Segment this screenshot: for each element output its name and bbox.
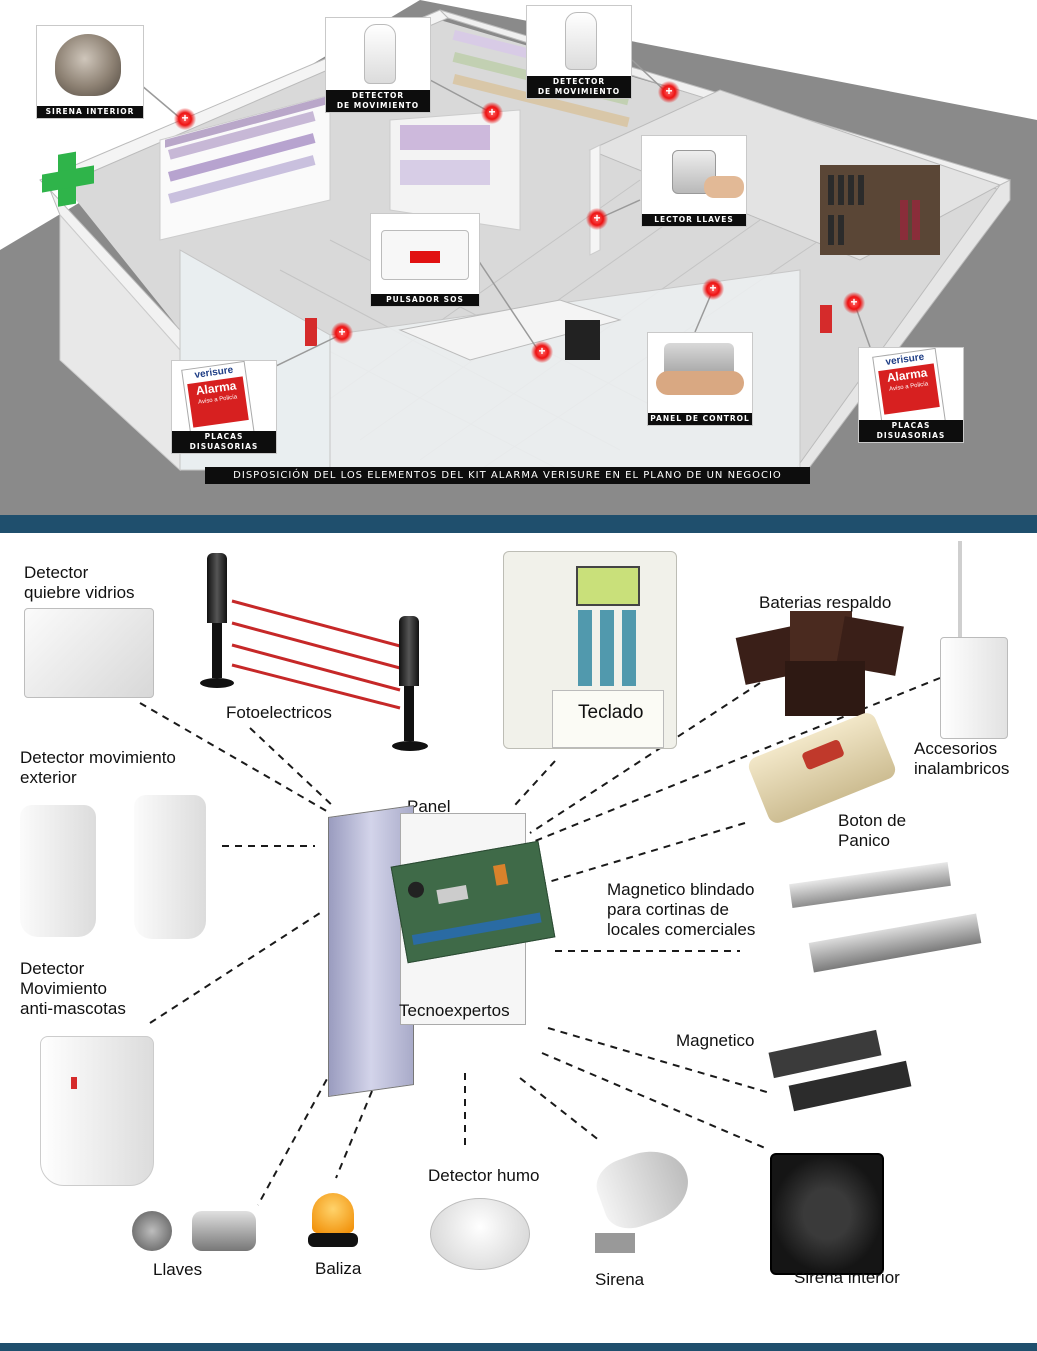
section-divider [0,515,1037,533]
smoke-detector-image [430,1198,530,1270]
pharmacy-cross-icon [42,151,94,207]
verisure-sign: verisure Alarma Aviso a Policía [872,347,946,431]
beacon-image [308,1193,358,1253]
placas-disuasorias-tag-1: PLACAS DISUASORIAS [172,431,276,453]
floor-plan-caption: DISPOSICIÓN DEL LOS ELEMENTOS DEL KIT AL… [205,467,810,484]
sensor-marker [586,208,608,230]
sensor-marker [843,292,865,314]
label-baterias: Baterias respaldo [759,593,892,612]
pulsador-sos-tag: PULSADOR SOS [371,294,479,306]
keys-image [132,1203,258,1263]
label-magnetico: Magnetico [676,1031,755,1050]
label-detector-humo: Detector humo [428,1166,540,1185]
exterior-motion-detector-2 [134,795,206,939]
detector-movimiento-tag-1: DETECTOR DE MOVIMIENTO [326,90,430,112]
placas-disuasorias-callout-1: verisure Alarma Aviso a Policía PLACAS D… [171,360,277,454]
sensor-marker [481,102,503,124]
label-boton-panico: Boton de Panico [838,811,907,850]
keypad-image [503,551,677,749]
label-llaves: Llaves [153,1260,203,1279]
pulsador-sos-callout: PULSADOR SOS [370,213,480,307]
photoelectric-post-right [390,616,430,751]
label-sirena-interior: Sirena interior [794,1268,900,1287]
sensor-marker [531,341,553,363]
detector-movimiento-callout-2: DETECTOR DE MOVIMIENTO [526,5,632,99]
exterior-motion-detector-1 [20,805,96,937]
sensor-marker [658,81,680,103]
sos-button-image [381,230,469,280]
placas-disuasorias-callout-2: verisure Alarma Aviso a Policía PLACAS D… [858,347,964,443]
label-antimascotas: Detector Movimiento anti-mascotas [20,959,126,1018]
hand-image [704,176,744,198]
label-exterior: Detector movimiento exterior [20,748,176,787]
label-teclado: Teclado [578,702,644,723]
connection-lines [139,599,941,1206]
magnetic-contact-image [768,1021,912,1131]
sirena-interior-tag: SIRENA INTERIOR [37,106,143,118]
siren-dome-image [55,34,121,96]
label-glass-break: Detector quiebre vidrios [24,563,135,602]
placas-disuasorias-tag-2: PLACAS DISUASORIAS [859,420,963,442]
key-reader-image [672,150,716,194]
sensor-marker [702,278,724,300]
panel-control-tag: PANEL DE CONTROL [648,413,752,425]
lector-llaves-callout: LECTOR LLAVES [641,135,747,227]
pet-immune-detector-image [40,1036,154,1186]
panel-control-callout: PANEL DE CONTROL [647,332,753,426]
batteries-image [735,611,910,719]
indoor-siren-image [770,1153,884,1275]
motion-detector-image [565,12,597,70]
glass-break-detector-image [24,608,154,698]
hand-image [656,371,744,395]
label-tecnoexpertos: Tecnoexpertos [399,1001,510,1020]
lector-llaves-tag: LECTOR LLAVES [642,214,746,226]
motion-detector-image [364,24,396,84]
sensor-marker [331,322,353,344]
siren-horn-image [585,1133,699,1259]
label-magnetico-blindado: Magnetico blindado para cortinas de loca… [607,880,756,939]
detector-movimiento-callout-1: DETECTOR DE MOVIMIENTO [325,17,431,113]
label-panel: Panel [407,797,451,816]
sensor-marker [174,108,196,130]
sirena-interior-callout: SIRENA INTERIOR [36,25,144,119]
components-diagram-section: Detector quiebre vidrios Fotoelectricos … [0,533,1037,1343]
label-accesorios: Accesorios inalambricos [914,739,1010,778]
wireless-accessory-image [940,541,1010,739]
bottom-bar [0,1343,1037,1351]
detector-movimiento-tag-2: DETECTOR DE MOVIMIENTO [527,76,631,98]
label-fotoelectricos: Fotoelectricos [226,703,332,722]
label-sirena: Sirena [595,1270,645,1289]
floor-plan-section: SIRENA INTERIOR DETECTOR DE MOVIMIENTO D… [0,0,1037,515]
label-baliza: Baliza [315,1259,362,1278]
photoelectric-post-left [200,553,234,688]
